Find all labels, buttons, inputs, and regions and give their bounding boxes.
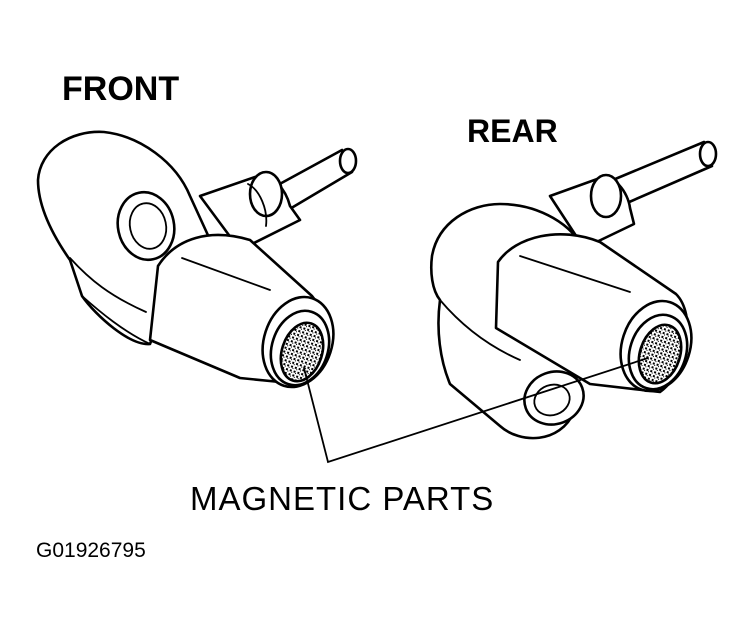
front-magnetic-face xyxy=(279,321,325,383)
front-sensor-boot xyxy=(198,170,302,252)
rear-magnetic-face xyxy=(637,323,683,385)
magnetic-parts-leader-lines xyxy=(303,357,649,464)
rear-sensor-cylinder xyxy=(494,233,693,394)
magnetic-parts-label: MAGNETIC PARTS xyxy=(190,480,495,517)
front-label: FRONT xyxy=(62,70,180,108)
rear-sensor xyxy=(429,140,718,440)
front-sensor-cylinder xyxy=(148,233,335,389)
rear-label: REAR xyxy=(467,113,558,149)
front-sensor xyxy=(36,130,358,389)
figure-code-label: G01926795 xyxy=(36,539,146,562)
rear-sensor-boot xyxy=(548,173,636,250)
